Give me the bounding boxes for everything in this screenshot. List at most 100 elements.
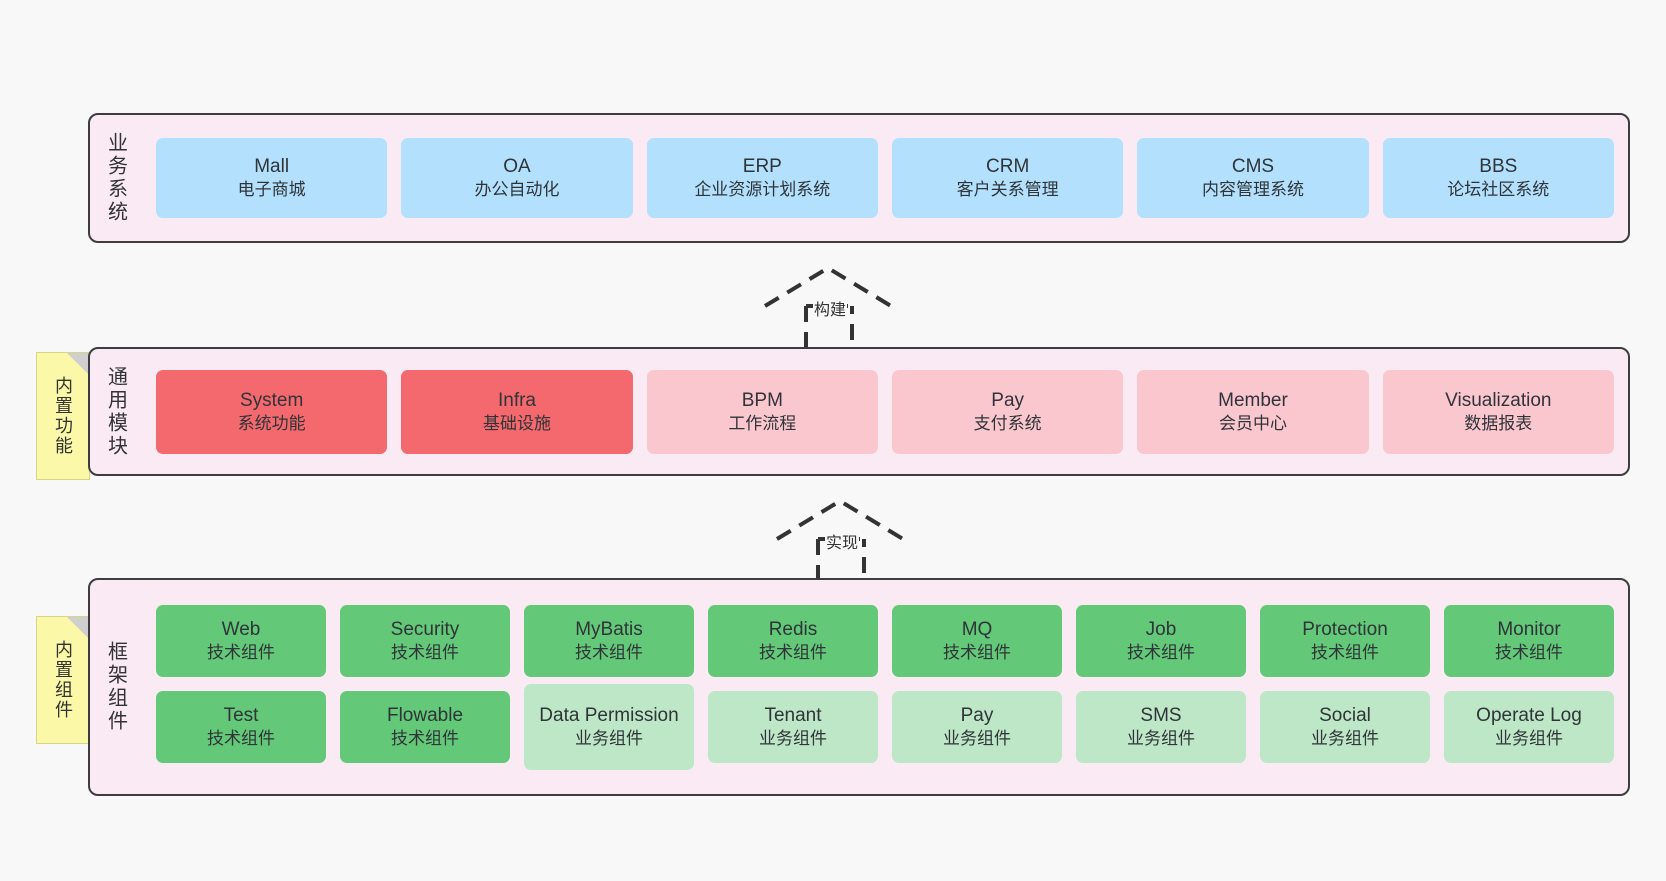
card-title-en: Monitor: [1497, 618, 1561, 640]
card-title-en: Visualization: [1445, 389, 1552, 411]
connector-implement-label: 实现: [825, 529, 860, 553]
card-title-en: Test: [223, 704, 259, 726]
connector-implement: 实现: [772, 495, 932, 591]
card-title-en: BBS: [1479, 156, 1518, 178]
card-test[interactable]: Test 技术组件: [156, 690, 326, 763]
connector-build: 构建: [760, 262, 920, 358]
card-title-cn: 技术组件: [1127, 642, 1195, 662]
connector-build-label: 构建: [813, 296, 848, 320]
card-social[interactable]: Social 业务组件: [1260, 690, 1430, 763]
card-title-en: Mall: [254, 156, 290, 178]
card-security[interactable]: Security 技术组件: [340, 604, 510, 677]
card-title-en: Job: [1145, 618, 1177, 640]
card-title-en: Protection: [1302, 618, 1388, 640]
note-builtin-component-label: 内置组件: [53, 640, 73, 720]
layer-body-business-system: Mall 电子商城 OA 办公自动化 ERP 企业资源计划系统 CRM 客户关系…: [142, 115, 1628, 241]
card-title-en: CRM: [986, 156, 1030, 178]
card-mybatis[interactable]: MyBatis 技术组件: [524, 604, 694, 677]
card-title-cn: 技术组件: [391, 642, 459, 662]
card-title-en: Redis: [768, 618, 818, 640]
card-crm[interactable]: CRM 客户关系管理: [891, 138, 1124, 218]
layer-business-system: 业务系统 Mall 电子商城 OA 办公自动化 ERP 企业资源计划系统 CRM…: [88, 113, 1630, 243]
card-title-cn: 系统功能: [237, 413, 306, 433]
note-fold-corner-icon: [67, 617, 89, 639]
card-mall[interactable]: Mall 电子商城: [156, 138, 388, 218]
layer-title-common-module: 通用模块: [104, 365, 127, 458]
card-title-cn: 技术组件: [207, 642, 275, 662]
note-builtin-component: 内置组件: [36, 616, 90, 744]
card-row: Mall 电子商城 OA 办公自动化 ERP 企业资源计划系统 CRM 客户关系…: [156, 138, 1614, 218]
card-bbs[interactable]: BBS 论坛社区系统: [1382, 138, 1614, 218]
layer-title-framework-component: 框架组件: [104, 641, 127, 733]
card-protection[interactable]: Protection 技术组件: [1260, 604, 1430, 677]
card-title-en: Security: [390, 618, 460, 640]
card-title-cn: 客户关系管理: [956, 180, 1059, 200]
card-operate-log[interactable]: Operate Log 业务组件: [1444, 690, 1614, 763]
card-system[interactable]: System 系统功能: [156, 369, 388, 454]
card-title-en: Pay: [960, 704, 994, 726]
card-title-en: Infra: [497, 389, 536, 411]
card-pay-component[interactable]: Pay 业务组件: [892, 690, 1062, 763]
card-title-cn: 企业资源计划系统: [694, 180, 831, 200]
card-title-en: CMS: [1231, 156, 1275, 178]
card-title-cn: 技术组件: [391, 728, 459, 748]
card-title-cn: 技术组件: [943, 642, 1011, 662]
layer-framework-component: 框架组件 Web 技术组件 Security 技术组件 MyBatis 技术组件…: [88, 578, 1630, 796]
card-flowable[interactable]: Flowable 技术组件: [340, 690, 510, 763]
card-title-en: MQ: [961, 618, 993, 640]
card-web[interactable]: Web 技术组件: [156, 604, 326, 677]
card-title-cn: 技术组件: [207, 728, 275, 748]
card-cms[interactable]: CMS 内容管理系统: [1137, 138, 1369, 218]
card-title-en: Flowable: [386, 704, 464, 726]
layer-title-business-system: 业务系统: [104, 132, 127, 224]
card-sms[interactable]: SMS 业务组件: [1076, 690, 1246, 763]
card-data-permission[interactable]: Data Permission 业务组件: [524, 683, 694, 770]
card-title-en: OA: [503, 156, 531, 178]
card-oa[interactable]: OA 办公自动化: [401, 138, 633, 218]
card-title-cn: 业务组件: [943, 728, 1011, 748]
card-title-cn: 工作流程: [728, 413, 797, 433]
card-title-cn: 基础设施: [482, 413, 551, 433]
card-title-cn: 技术组件: [575, 642, 643, 662]
card-title-cn: 论坛社区系统: [1447, 180, 1550, 200]
card-title-cn: 支付系统: [973, 413, 1042, 433]
note-fold-corner-icon: [67, 353, 89, 375]
card-title-en: ERP: [742, 156, 782, 178]
card-mq[interactable]: MQ 技术组件: [892, 604, 1062, 677]
card-title-cn: 会员中心: [1218, 413, 1287, 433]
card-tenant[interactable]: Tenant 业务组件: [708, 690, 878, 763]
card-title-cn: 数据报表: [1464, 413, 1533, 433]
card-row: System 系统功能 Infra 基础设施 BPM 工作流程 Pay 支付系统…: [156, 369, 1614, 454]
card-row: Test 技术组件 Flowable 技术组件 Data Permission …: [156, 683, 1614, 770]
card-monitor[interactable]: Monitor 技术组件: [1444, 604, 1614, 677]
layer-body-common-module: System 系统功能 Infra 基础设施 BPM 工作流程 Pay 支付系统…: [142, 349, 1628, 474]
card-title-en: Web: [221, 618, 261, 640]
card-title-en: Tenant: [764, 704, 822, 726]
card-row: Web 技术组件 Security 技术组件 MyBatis 技术组件 Redi…: [156, 604, 1614, 677]
note-builtin-function: 内置功能: [36, 352, 90, 480]
card-title-en: SMS: [1140, 704, 1182, 726]
card-visualization[interactable]: Visualization 数据报表: [1382, 369, 1614, 454]
card-title-en: Member: [1218, 389, 1288, 411]
card-title-cn: 业务组件: [1127, 728, 1195, 748]
card-erp[interactable]: ERP 企业资源计划系统: [646, 138, 878, 218]
card-title-en: Pay: [991, 389, 1025, 411]
card-title-en: System: [239, 389, 304, 411]
card-member[interactable]: Member 会员中心: [1137, 369, 1369, 454]
card-infra[interactable]: Infra 基础设施: [401, 369, 633, 454]
card-bpm[interactable]: BPM 工作流程: [646, 369, 878, 454]
card-title-cn: 业务组件: [575, 728, 643, 748]
card-title-en: Operate Log: [1476, 704, 1582, 726]
card-title-en: MyBatis: [575, 618, 643, 640]
card-pay-module[interactable]: Pay 支付系统: [891, 369, 1124, 454]
card-title-cn: 技术组件: [759, 642, 827, 662]
layer-common-module: 通用模块 System 系统功能 Infra 基础设施 BPM 工作流程 Pay…: [88, 347, 1630, 476]
note-builtin-function-label: 内置功能: [53, 376, 73, 456]
card-title-en: Data Permission: [539, 704, 679, 726]
card-title-en: Social: [1319, 704, 1371, 726]
card-title-cn: 业务组件: [759, 728, 827, 748]
card-redis[interactable]: Redis 技术组件: [708, 604, 878, 677]
card-title-cn: 电子商城: [237, 180, 306, 200]
card-job[interactable]: Job 技术组件: [1076, 604, 1246, 677]
